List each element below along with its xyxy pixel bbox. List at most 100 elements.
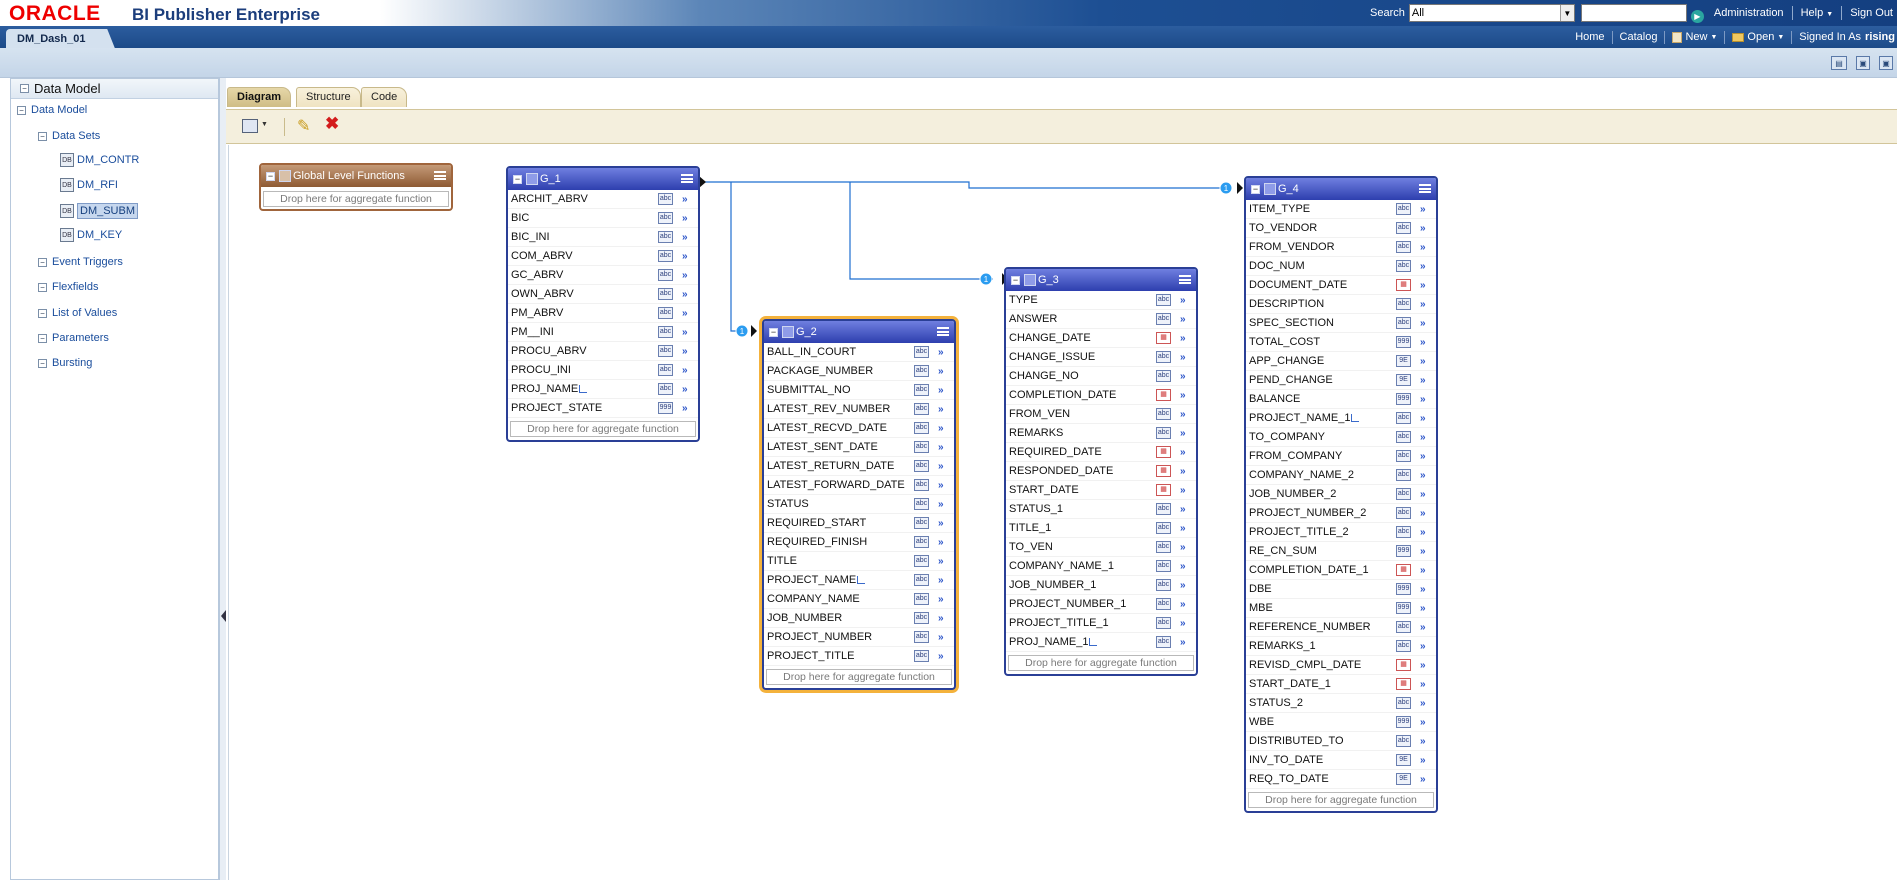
element-link-icon[interactable]: »: [1420, 602, 1426, 614]
text-type-icon[interactable]: abc: [1156, 541, 1171, 553]
element-link-icon[interactable]: »: [1180, 503, 1186, 515]
date-type-icon[interactable]: ▦: [1156, 484, 1171, 496]
text-type-icon[interactable]: abc: [1396, 203, 1411, 215]
field-row[interactable]: RESPONDED_DATE▦»: [1006, 462, 1196, 481]
text-type-icon[interactable]: abc: [1396, 222, 1411, 234]
number-type-icon[interactable]: 999: [1396, 716, 1411, 728]
element-link-icon[interactable]: »: [1420, 488, 1426, 500]
text-type-icon[interactable]: abc: [1396, 735, 1411, 747]
section-label[interactable]: Bursting: [52, 357, 93, 369]
save-icon[interactable]: ▣: [1856, 56, 1870, 70]
element-link-icon[interactable]: »: [1180, 484, 1186, 496]
field-row[interactable]: REQUIRED_DATE▦»: [1006, 443, 1196, 462]
number-type-icon[interactable]: 999: [1396, 336, 1411, 348]
menu-icon[interactable]: [681, 174, 693, 183]
element-link-icon[interactable]: »: [1420, 659, 1426, 671]
element-link-icon[interactable]: »: [682, 402, 688, 414]
collapse-icon[interactable]: −: [38, 258, 47, 267]
date-type-icon[interactable]: ▦: [1156, 332, 1171, 344]
administration-link[interactable]: Administration: [1713, 7, 1784, 19]
text-type-icon[interactable]: abc: [1396, 412, 1411, 424]
text-type-icon[interactable]: abc: [914, 403, 929, 415]
text-type-icon[interactable]: abc: [1396, 298, 1411, 310]
element-link-icon[interactable]: »: [1420, 735, 1426, 747]
element-link-icon[interactable]: »: [1180, 332, 1186, 344]
collapse-left-icon[interactable]: [221, 610, 226, 622]
element-link-icon[interactable]: »: [1420, 773, 1426, 785]
tree-root-label[interactable]: Data Model: [31, 104, 88, 116]
collapse-icon[interactable]: −: [1011, 274, 1020, 285]
text-type-icon[interactable]: abc: [1156, 370, 1171, 382]
element-link-icon[interactable]: »: [1420, 697, 1426, 709]
element-link-icon[interactable]: »: [1180, 636, 1186, 648]
element-link-icon[interactable]: »: [1180, 522, 1186, 534]
box-header[interactable]: − Global Level Functions: [261, 165, 451, 187]
element-link-icon[interactable]: »: [1420, 222, 1426, 234]
element-link-icon[interactable]: »: [1420, 621, 1426, 633]
number-type-icon[interactable]: 999: [658, 402, 673, 414]
text-type-icon[interactable]: abc: [1156, 408, 1171, 420]
element-link-icon[interactable]: »: [938, 384, 944, 396]
date-type-icon[interactable]: ▦: [1396, 659, 1411, 671]
text-type-icon[interactable]: abc: [658, 326, 673, 338]
text-type-icon[interactable]: abc: [1156, 636, 1171, 648]
number-type-icon[interactable]: 999: [1396, 545, 1411, 557]
data-set-label[interactable]: DM_SUBM: [77, 203, 139, 219]
element-link-icon[interactable]: »: [1180, 579, 1186, 591]
element-link-icon[interactable]: »: [1420, 431, 1426, 443]
text-type-icon[interactable]: abc: [1396, 431, 1411, 443]
save-as-icon[interactable]: ▣: [1879, 56, 1893, 70]
user-name[interactable]: rising: [1865, 31, 1895, 43]
aggregate-drop-zone[interactable]: Drop here for aggregate function: [1008, 655, 1194, 671]
element-link-icon[interactable]: »: [938, 346, 944, 358]
field-row[interactable]: COMPLETION_DATE▦»: [1006, 386, 1196, 405]
field-row[interactable]: COMPLETION_DATE_1▦»: [1246, 561, 1436, 580]
section-label[interactable]: Parameters: [52, 332, 109, 344]
search-scope-select[interactable]: All ▼: [1408, 4, 1575, 22]
element-link-icon[interactable]: »: [682, 193, 688, 205]
text-type-icon[interactable]: abc: [914, 365, 929, 377]
new-menu[interactable]: New▼: [1672, 31, 1717, 43]
element-link-icon[interactable]: »: [682, 288, 688, 300]
text-type-icon[interactable]: abc: [658, 307, 673, 319]
tree-bursting[interactable]: −Bursting: [38, 357, 92, 369]
collapse-icon[interactable]: −: [769, 326, 778, 337]
element-link-icon[interactable]: »: [1420, 260, 1426, 272]
element-link-icon[interactable]: »: [938, 650, 944, 662]
text-type-icon[interactable]: abc: [658, 345, 673, 357]
element-link-icon[interactable]: »: [1180, 427, 1186, 439]
